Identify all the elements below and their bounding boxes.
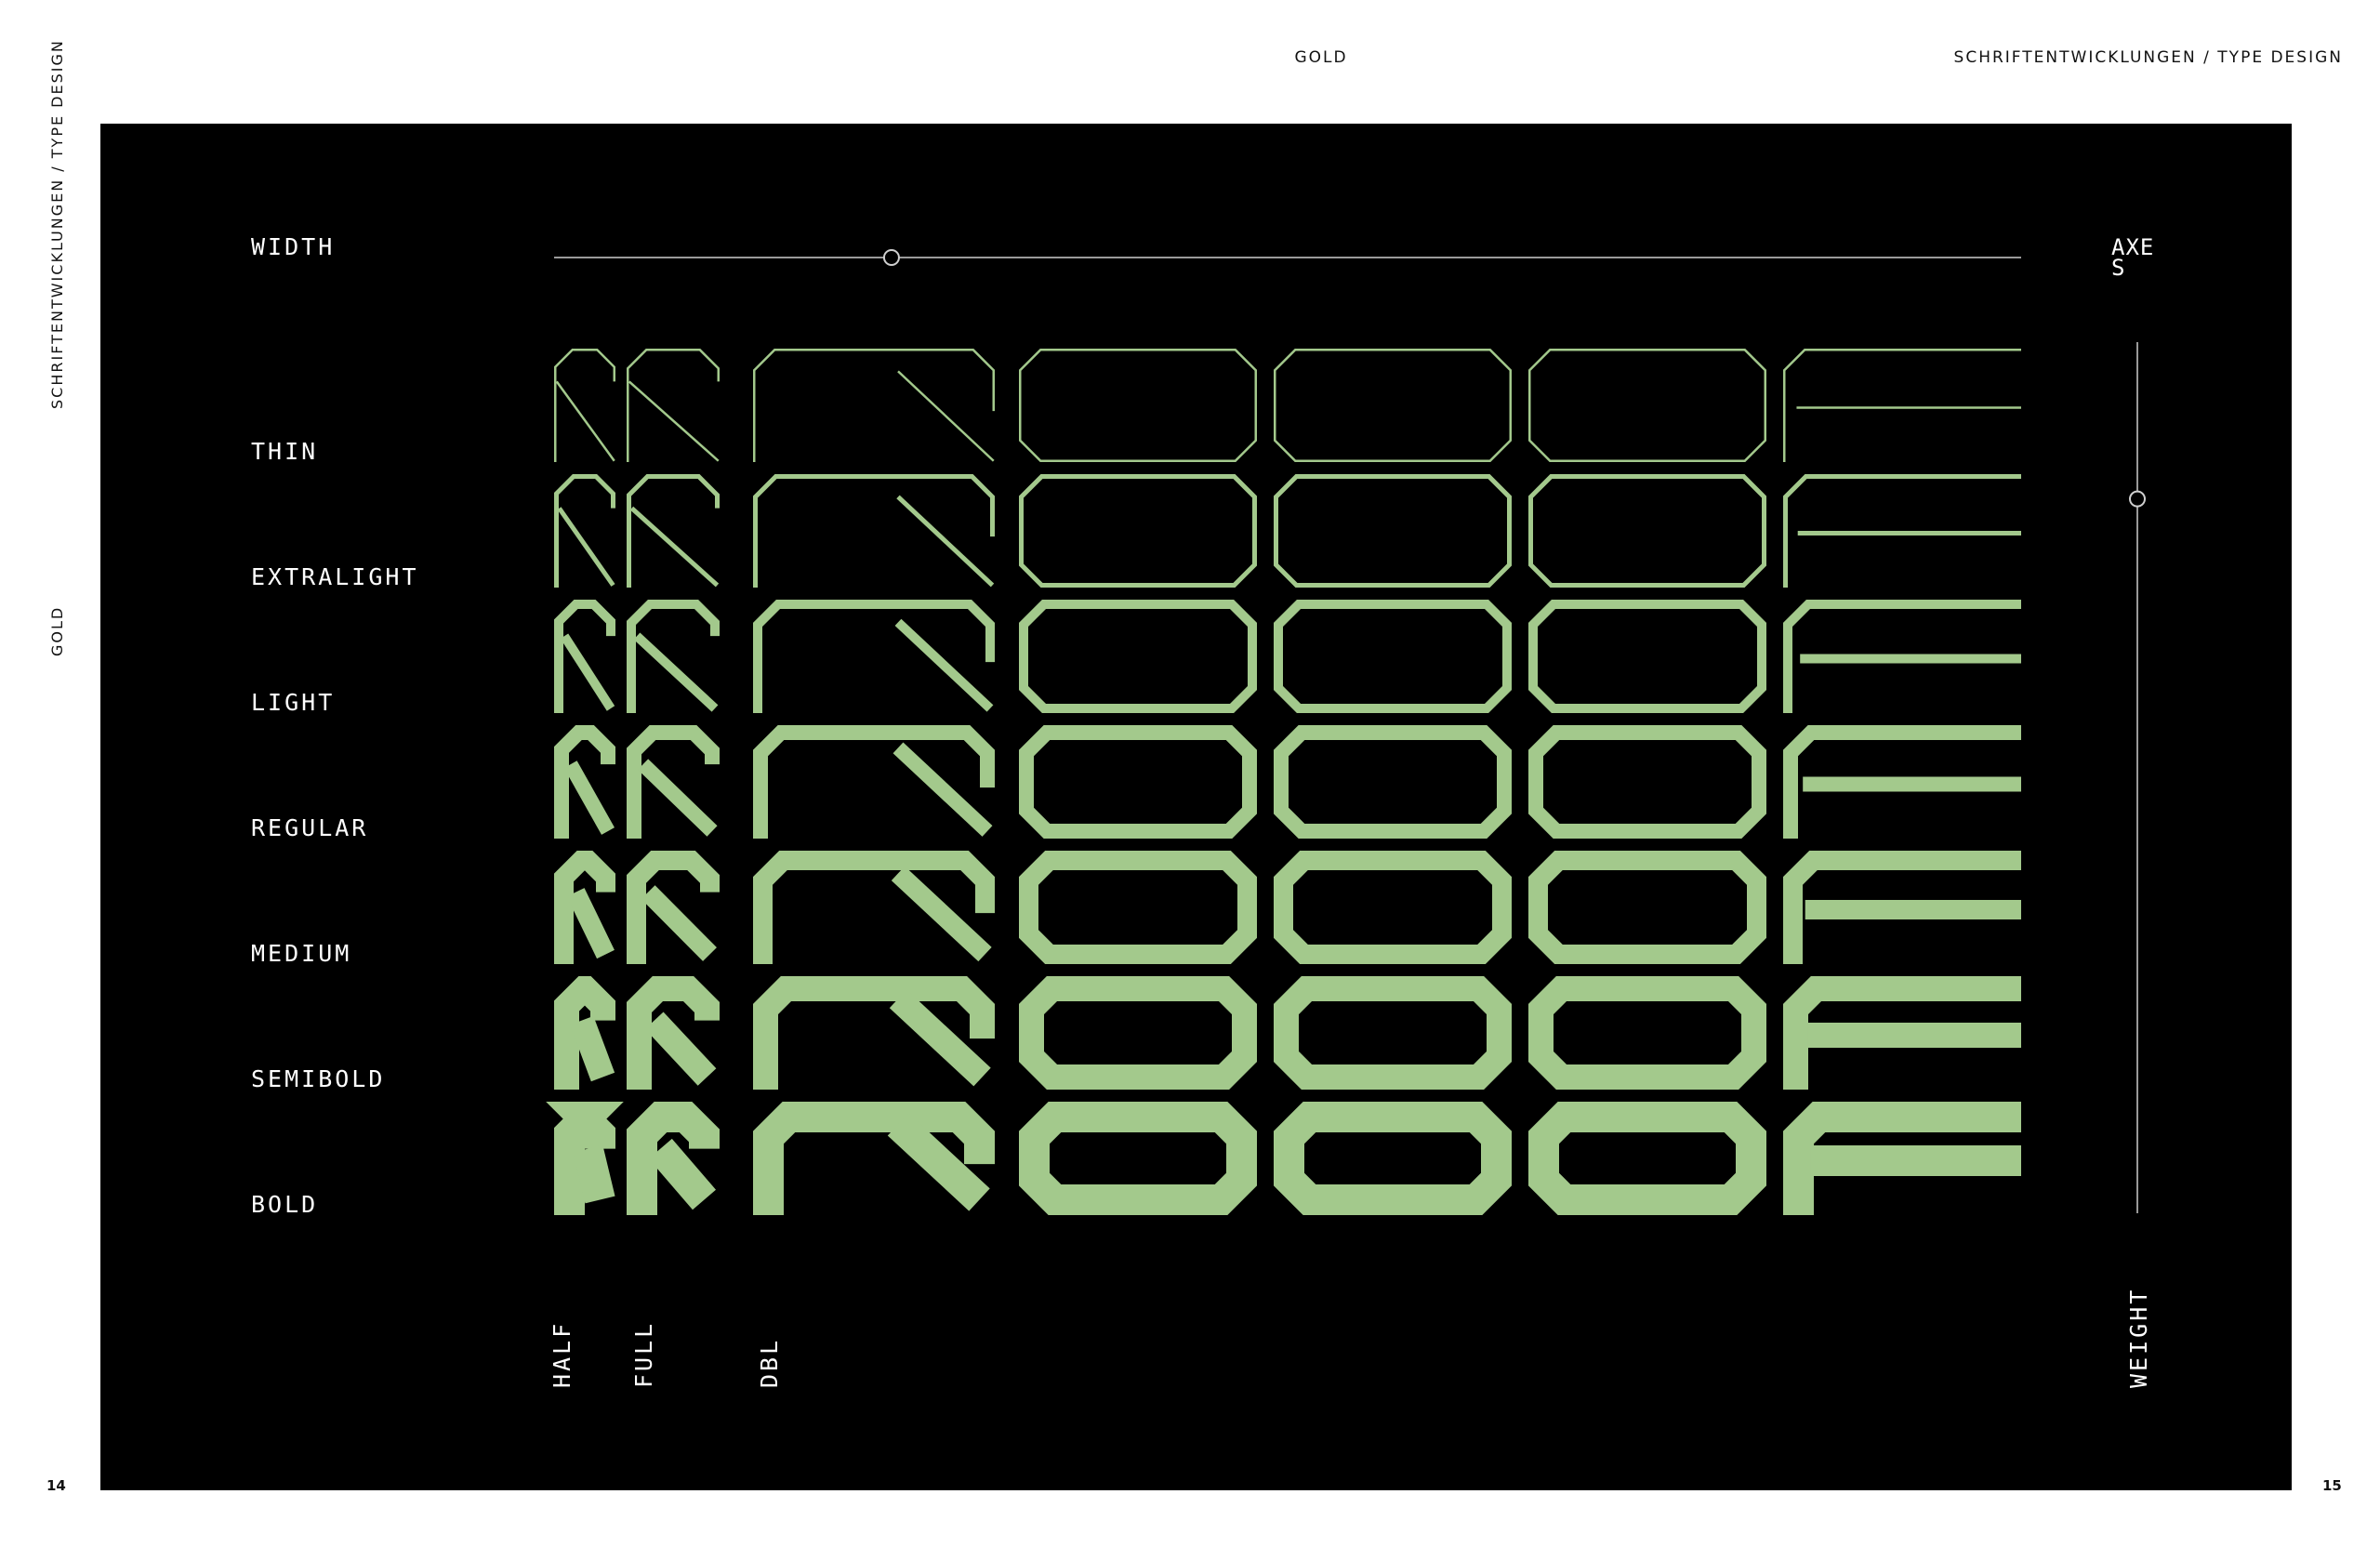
glyph-f: [1783, 349, 2021, 462]
weight-label-thin: THIN: [251, 438, 319, 465]
glyph-f: [1783, 851, 2021, 964]
glyph-r-half: [554, 725, 615, 839]
glyph-o: [1274, 349, 1512, 462]
glyph-r-full: [627, 349, 720, 462]
weight-label-medium: MEDIUM: [251, 940, 352, 967]
axes-label: AXES: [2111, 234, 2155, 281]
glyph-o: [1274, 976, 1512, 1090]
glyph-specimen-grid: [546, 249, 2146, 1215]
glyph-r-full: [627, 725, 720, 839]
glyph-o: [1274, 474, 1512, 588]
glyph-o: [1019, 1102, 1257, 1215]
glyph-o: [1528, 725, 1766, 839]
weight-label-bold: BOLD: [251, 1191, 319, 1218]
glyph-r-double: [753, 600, 995, 713]
width-slider-handle[interactable]: [882, 249, 900, 266]
glyph-o: [1019, 976, 1257, 1090]
glyph-r-half: [554, 600, 615, 713]
glyph-r-full: [627, 474, 720, 588]
weight-slider-handle[interactable]: [2129, 490, 2146, 508]
weight-label-extralight: EXTRALIGHT: [251, 563, 419, 590]
glyph-r-full: [627, 600, 720, 713]
running-header-right: SCHRIFTENTWICKLUNGEN / TYPE DESIGN: [1953, 48, 2343, 67]
glyph-row-medium: [554, 851, 2021, 964]
glyph-f: [1783, 725, 2021, 839]
glyph-o: [1019, 349, 1257, 462]
glyph-r-double: [753, 1102, 995, 1215]
glyph-r-double: [753, 349, 995, 462]
glyph-r-double: [753, 976, 995, 1090]
glyph-r-half: [546, 1102, 624, 1215]
glyph-o: [1528, 474, 1766, 588]
glyph-o: [1528, 851, 1766, 964]
glyph-r-full: [627, 976, 720, 1090]
glyph-r-half: [554, 976, 615, 1090]
glyph-f: [1783, 976, 2021, 1090]
type-specimen-panel: WIDTH THIN EXTRALIGHT LIGHT REGULAR MEDI…: [100, 124, 2292, 1490]
glyph-r-double: [753, 474, 995, 588]
glyph-r-half: [554, 474, 615, 588]
width-axis-label: WIDTH: [251, 233, 336, 260]
glyph-o: [1274, 1102, 1512, 1215]
glyph-o: [1528, 1102, 1766, 1215]
glyph-o: [1528, 600, 1766, 713]
glyph-row-extralight: [554, 474, 2021, 588]
glyph-o: [1019, 725, 1257, 839]
glyph-row-semibold: [554, 976, 2021, 1090]
glyph-o: [1528, 976, 1766, 1090]
glyph-row-light: [554, 600, 2021, 713]
glyph-row-thin: [554, 349, 2021, 462]
page-number-right: 15: [2322, 1477, 2342, 1494]
side-section-title: SCHRIFTENTWICKLUNGEN / TYPE DESIGN: [48, 39, 66, 409]
glyph-o: [1528, 349, 1766, 462]
glyph-o: [1274, 600, 1512, 713]
glyph-f: [1783, 1102, 2021, 1215]
glyph-o: [1274, 851, 1512, 964]
side-brand-title: GOLD: [48, 605, 66, 656]
running-header-center: GOLD: [1294, 48, 1348, 67]
glyph-o: [1274, 725, 1512, 839]
glyph-o: [1019, 474, 1257, 588]
glyph-r-full: [627, 851, 720, 964]
glyph-row-regular: [554, 725, 2021, 839]
glyph-r-double: [753, 851, 995, 964]
glyph-r-full: [627, 1102, 720, 1215]
glyph-r-double: [753, 725, 995, 839]
glyph-o: [1019, 851, 1257, 964]
glyph-r-half: [554, 851, 615, 964]
weight-label-regular: REGULAR: [251, 814, 369, 841]
glyph-r-half: [554, 349, 615, 462]
weight-label-light: LIGHT: [251, 689, 336, 716]
weight-label-semibold: SEMIBOLD: [251, 1065, 386, 1092]
glyph-f: [1783, 474, 2021, 588]
page-number-left: 14: [46, 1477, 66, 1494]
glyph-o: [1019, 600, 1257, 713]
glyph-row-bold: [546, 1102, 2021, 1215]
glyph-f: [1783, 600, 2021, 713]
